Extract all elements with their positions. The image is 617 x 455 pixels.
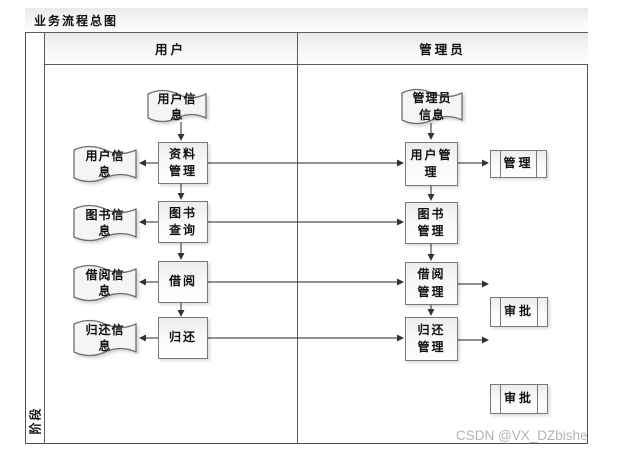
subprocess-manage: 管理	[490, 150, 547, 178]
process-return: 归还	[158, 317, 208, 359]
phase-strip: 阶段	[25, 398, 44, 442]
phase-strip-divider	[44, 33, 45, 444]
process-borrow-label: 借阅	[168, 274, 197, 289]
document-admin-info: 管理员 信息	[406, 91, 458, 122]
subprocess-approve-return-label: 审批	[503, 391, 534, 406]
lane-user-label: 用户	[154, 43, 186, 57]
subprocess-left-bar	[500, 151, 501, 177]
subprocess-approve-borrow: 审批	[490, 297, 548, 327]
subprocess-right-bar	[537, 298, 538, 326]
subprocess-approve-borrow-label: 审批	[503, 304, 534, 319]
lane-header-admin: 管理员	[297, 33, 588, 65]
process-user-mgmt: 用户管 理	[405, 142, 458, 186]
process-profile-mgmt-label: 资料 管理	[168, 146, 197, 178]
document-return-info: 归还信 息	[82, 322, 128, 354]
lane-admin-label: 管理员	[419, 43, 466, 57]
document-user-info-top: 用户信 息	[152, 92, 202, 122]
lane-header-user: 用户	[44, 33, 297, 65]
process-return-mgmt: 归还 管理	[405, 317, 458, 361]
document-return-info-label: 归还信 息	[85, 322, 125, 353]
lane-divider	[297, 33, 298, 444]
process-book-mgmt-label: 图书 管理	[417, 206, 446, 238]
process-return-mgmt-label: 归还 管理	[417, 322, 446, 354]
process-user-mgmt-label: 用户管 理	[410, 147, 453, 179]
document-borrow-info: 借阅信 息	[82, 267, 128, 299]
diagram-title-band: 业务流程总图	[25, 8, 588, 33]
process-book-mgmt: 图书 管理	[405, 202, 458, 244]
document-book-info: 图书信 息	[82, 207, 128, 239]
subprocess-manage-label: 管理	[503, 156, 534, 171]
document-book-info-label: 图书信 息	[85, 207, 125, 238]
diagram-title: 业务流程总图	[34, 13, 119, 28]
subprocess-approve-return: 审批	[490, 384, 548, 414]
process-return-label: 归还	[168, 330, 197, 345]
process-borrow: 借阅	[158, 261, 208, 303]
csdn-watermark: CSDN @VX_DZbishe	[456, 428, 588, 443]
process-book-query-label: 图书 查询	[168, 205, 197, 237]
document-user-info-top-label: 用户信 息	[157, 91, 197, 122]
document-borrow-info-label: 借阅信 息	[85, 267, 125, 298]
phase-label: 阶段	[28, 405, 43, 435]
process-profile-mgmt: 资料 管理	[158, 142, 208, 184]
subprocess-right-bar	[537, 385, 538, 413]
process-borrow-mgmt-label: 借阅 管理	[417, 267, 446, 299]
subprocess-left-bar	[500, 298, 501, 326]
document-admin-info-label: 管理员 信息	[412, 91, 452, 122]
subprocess-left-bar	[500, 385, 501, 413]
process-borrow-mgmt: 借阅 管理	[405, 262, 458, 305]
document-user-info: 用户信 息	[82, 148, 128, 180]
process-book-query: 图书 查询	[158, 201, 208, 243]
document-user-info-label: 用户信 息	[85, 148, 125, 179]
subprocess-right-bar	[536, 151, 537, 177]
